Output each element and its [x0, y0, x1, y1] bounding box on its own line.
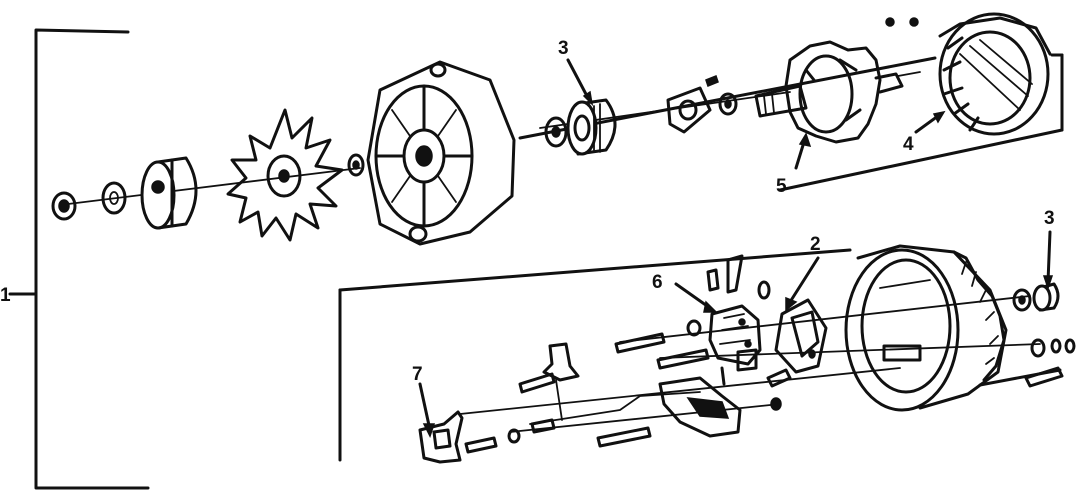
callout-rectifier-bridge: 2 [810, 234, 821, 255]
through-bolt-nuts [1024, 338, 1076, 388]
callout-regulator-bracket: 7 [412, 364, 423, 385]
leader-lines [418, 58, 1054, 438]
rear-housing [844, 244, 1008, 412]
front-bearing [544, 98, 617, 156]
assembly-bracket [8, 28, 150, 490]
stator [885, 12, 1052, 136]
spacer [347, 153, 365, 177]
callout-stator: 4 [903, 134, 914, 155]
callout-assembly: 1 [0, 285, 11, 306]
callout-front-bearing: 3 [558, 38, 569, 59]
bearing-retainer [666, 86, 712, 134]
callout-rotor: 5 [776, 176, 787, 197]
pulley-nut [51, 191, 77, 221]
brush-holder-screws [614, 319, 710, 370]
fan [226, 108, 344, 242]
terminal-bracket [518, 342, 580, 421]
retainer-screws [705, 75, 738, 116]
drive-end-housing [366, 60, 516, 246]
lower-assembly-lines [459, 295, 1041, 433]
pulley [140, 156, 198, 230]
regulator-bracket [418, 410, 556, 464]
brush-holder [706, 254, 771, 386]
pulley-washer [101, 181, 127, 215]
callout-brush-holder: 6 [652, 272, 663, 293]
voltage-regulator [596, 376, 782, 448]
rear-bearing [1012, 282, 1060, 312]
rectifier-bridge [766, 298, 828, 388]
callout-rear-bearing: 3 [1044, 208, 1055, 229]
rotor [754, 40, 921, 144]
